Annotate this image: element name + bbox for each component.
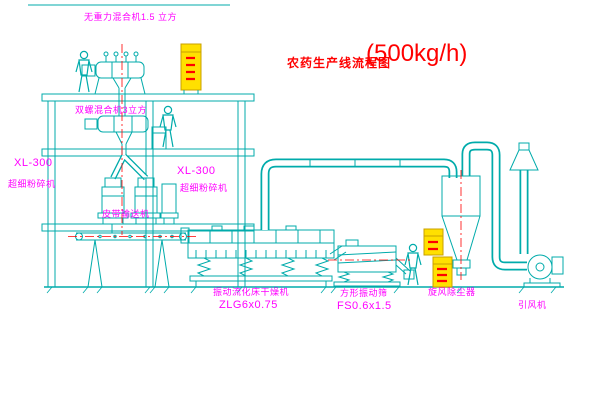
label-dryer-model: ZLG6x0.75 xyxy=(219,299,278,311)
fan-drawing xyxy=(523,254,564,288)
pulverizer-right-drawing xyxy=(130,177,162,224)
control-panel-1 xyxy=(180,43,202,94)
label-pulverizer-right-name: 超细粉碎机 xyxy=(180,183,228,193)
pulverizer-aux-unit xyxy=(159,183,179,224)
centerlines xyxy=(68,44,462,280)
vibrating-screen-drawing xyxy=(329,239,415,287)
pulverizer-discharge-pipes xyxy=(111,224,147,233)
building-structure xyxy=(41,93,564,294)
label-double-screw-mixer: 双螺混合机3立方 xyxy=(75,105,148,115)
worker-figure-ground xyxy=(404,243,422,286)
label-fan: 引风机 xyxy=(518,300,547,310)
label-pulverizer-left-model: XL-300 xyxy=(14,157,53,169)
label-gravity-mixer: 无重力混合机1.5 立方 xyxy=(84,12,178,22)
y-splitter-duct xyxy=(110,153,149,181)
label-belt-conveyor: 皮带输送机 xyxy=(102,209,150,219)
panel-text-marks xyxy=(428,240,438,251)
label-screen-model: FS0.6x1.5 xyxy=(337,300,392,312)
stack-drawing xyxy=(509,142,539,254)
worker-figure-roof xyxy=(75,50,93,93)
pulverizer-left-drawing xyxy=(97,177,129,224)
label-pulverizer-left-name: 超细粉碎机 xyxy=(8,179,56,189)
control-panel-3 xyxy=(432,256,453,288)
label-cyclone: 旋风除尘器 xyxy=(428,287,476,297)
diagram-capacity: (500kg/h) xyxy=(366,40,468,67)
fluid-bed-dryer-drawing xyxy=(180,225,335,287)
exhaust-duct-drawing xyxy=(260,158,458,230)
control-panel-2 xyxy=(423,228,444,256)
worker-figure-floor2 xyxy=(159,105,177,148)
gravity-mixer-drawing xyxy=(81,51,146,116)
label-screen-name: 方形振动筛 xyxy=(340,288,388,298)
label-dryer-name: 振动流化床干燥机 xyxy=(213,287,290,297)
diagram-title: 农药生产线流程图 xyxy=(287,56,392,70)
belt-conveyor-drawing xyxy=(75,232,187,288)
panel-text-marks xyxy=(186,56,195,81)
panel-text-marks xyxy=(437,267,447,283)
double-screw-mixer-drawing xyxy=(84,115,167,156)
cyclone-outlet-duct-drawing xyxy=(461,141,527,271)
label-pulverizer-right-model: XL-300 xyxy=(177,165,216,177)
